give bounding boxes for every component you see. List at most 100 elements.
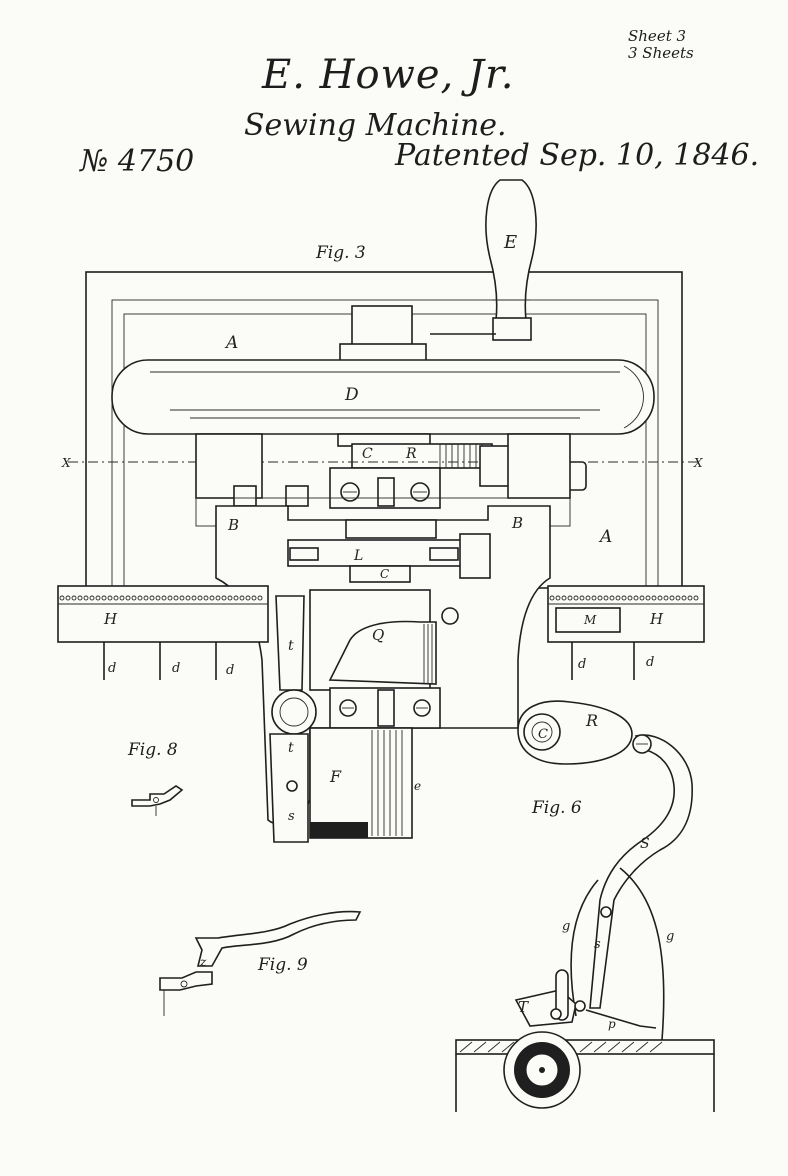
label-s-arm: s [288,809,295,824]
plate-hole [203,595,209,601]
plate-hole [687,595,693,601]
label-d-4: d [578,657,586,672]
label-a-right: A [598,527,612,547]
plate-hole [681,595,687,601]
label-s-lever: S [640,836,650,852]
spring-g-right [619,867,665,1041]
plate-hole [245,595,251,601]
label-x-right: X [693,456,703,470]
plate-hole [239,595,245,601]
gear-pinion [345,519,437,539]
block-c-lower [349,565,411,583]
label-h-right: H [649,610,664,628]
fig6-drawing: R C S s g g T p [455,700,715,1112]
plate-hole [621,595,627,601]
spring-g-left [570,879,599,1017]
plate-hole [155,595,161,601]
plate-hole [167,595,173,601]
cam-r-hub [523,713,561,751]
sheet-count: 3 Sheets [628,44,694,62]
baster-plate [57,585,705,680]
label-t-lower: t [288,740,294,756]
label-c-lower: C [380,567,389,581]
plate-hole [585,595,591,601]
plate-hole [107,595,113,601]
center-pin [377,477,395,507]
plate-hole [633,595,639,601]
plate-hole [101,595,107,601]
inventor-name: E. Howe, Jr. [262,52,515,98]
handle-shank [492,317,532,341]
plate-hole [149,595,155,601]
cam-hatch [423,624,433,684]
spool-thread [371,730,403,836]
cam-q [328,620,437,685]
label-d-5: d [646,655,654,670]
label-e-spool: e [414,779,421,793]
patent-number: № 4750 [80,144,195,179]
plate-hole [143,595,149,601]
label-a-top: A [224,333,238,353]
plate-hole [209,595,215,601]
plate-hole [83,595,89,601]
label-r-cam: R [585,711,598,730]
plate-hole [173,595,179,601]
plate-hole [657,595,663,601]
plate-hole [65,595,71,601]
plate-hole [59,595,65,601]
label-t-presser: T [518,998,529,1016]
plate-pins [103,642,635,680]
plate-hole [555,595,561,601]
plate-hole [693,595,699,601]
spool-base [310,822,368,838]
fig9-label: Fig. 9 [258,955,308,975]
plate-holes [59,595,699,601]
plate-hole [227,595,233,601]
plate-hole [137,595,143,601]
fig6-label: Fig. 6 [532,798,582,818]
plate-hole [251,595,257,601]
label-x-left: X [61,456,71,470]
plate-hole [89,595,95,601]
jaw-right [429,547,459,561]
post-1 [233,485,257,507]
fig9-foot [159,971,213,991]
plate-left [57,585,269,643]
label-r: R [405,446,417,462]
label-b-right: B [511,514,523,532]
fig3-label: Fig. 3 [316,243,366,263]
plate-hole [597,595,603,601]
plate-hole [609,595,615,601]
plate-hole [639,595,645,601]
post-2 [285,485,309,507]
plate-hole [113,595,119,601]
plate-hole [233,595,239,601]
label-l: L [353,548,363,564]
plate-hole [77,595,83,601]
needle-arm [275,595,305,691]
plate-hole [161,595,167,601]
plate-hole [215,595,221,601]
plate-hole [591,595,597,601]
plate-hole [579,595,585,601]
top-hub [351,305,413,347]
gear-r [351,443,493,469]
plate-hole [627,595,633,601]
plate-hole [191,595,197,601]
plate-hole [257,595,263,601]
roller-end-shade [623,365,644,429]
fig9-drawing: z [159,910,362,1016]
plate-hole [669,595,675,601]
label-b-left: B [227,516,239,534]
label-t-upper: t [288,638,294,654]
plate-hole [197,595,203,601]
base-hatch [459,1041,663,1053]
fig3-drawing: E A D C R X X B B A L C H H M Q t t d d … [57,179,705,843]
label-e: E [503,232,517,253]
plate-hole [645,595,651,601]
sheet-label: Sheet 3 3 Sheets [628,28,694,62]
plate-hole [185,595,191,601]
plate-hole [221,595,227,601]
label-d: D [344,385,359,405]
